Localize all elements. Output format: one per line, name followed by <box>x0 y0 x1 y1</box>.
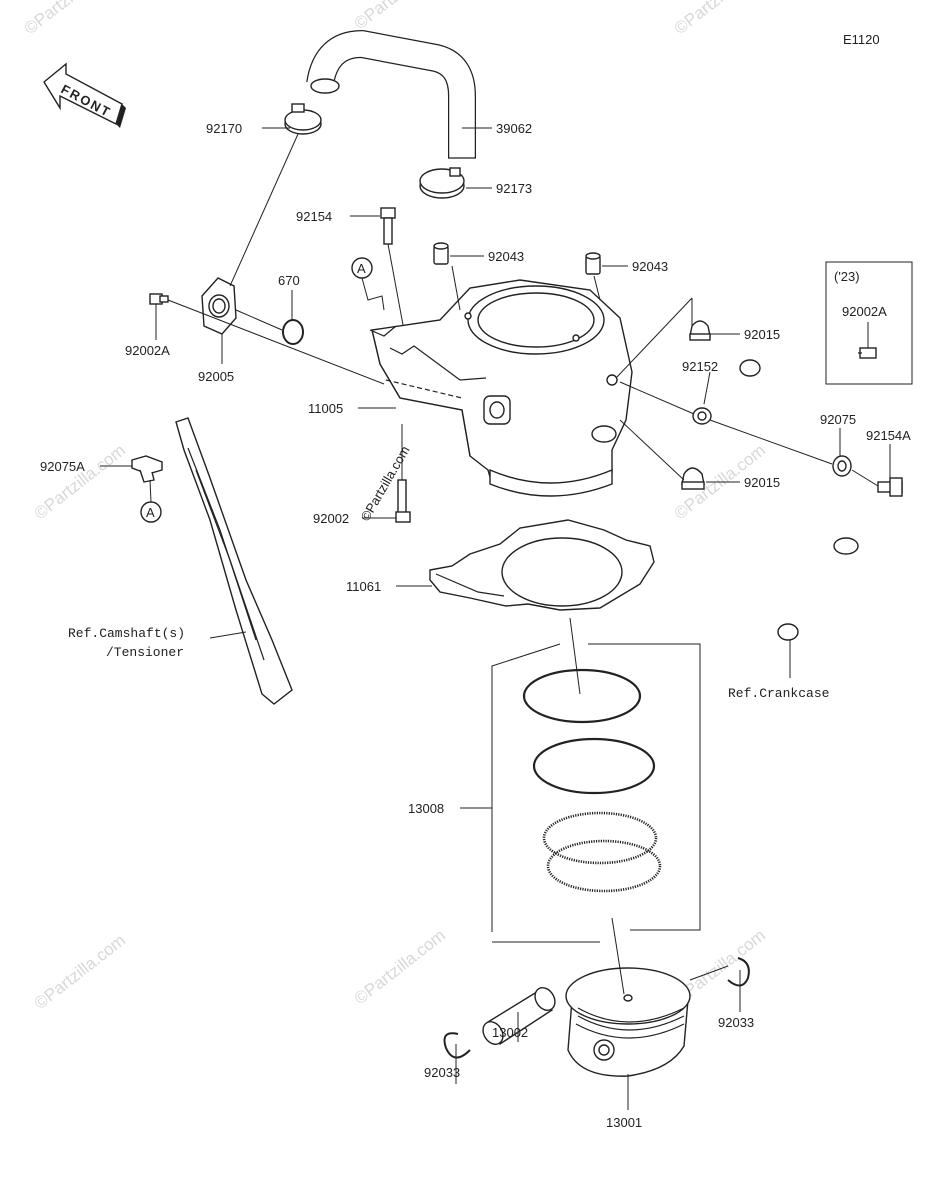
part-label: 92154 <box>296 209 332 224</box>
water-fitting-92005 <box>201 277 237 335</box>
cylinder-gasket-11061 <box>429 519 655 611</box>
year-variant-box: ('23) 92002A <box>825 261 913 385</box>
o-ring-670 <box>282 319 304 345</box>
stopper-92075a <box>131 455 163 483</box>
watermark: ©Partzilla.com <box>31 441 129 524</box>
reference-labels: Ref.Camshaft(s) /Tensioner Ref.Crankcase <box>68 626 829 701</box>
washer-92075 <box>832 455 852 477</box>
callout-a-left: A <box>140 479 162 523</box>
part-label: 92015 <box>744 475 780 490</box>
bolt-92154a <box>877 477 903 497</box>
part-label: 92154A <box>866 428 911 443</box>
part-label: 92002 <box>313 511 349 526</box>
dowel-pin-right <box>585 252 601 275</box>
svg-text:A: A <box>146 505 155 520</box>
watermark: ©Partzilla.com <box>31 931 129 1014</box>
hose-clamp-92173 <box>419 167 465 199</box>
part-label: 39062 <box>496 121 532 136</box>
part-label: 92033 <box>424 1065 460 1080</box>
part-label: 92075 <box>820 412 856 427</box>
washer-92152 <box>692 407 712 425</box>
ref-crankcase: Ref.Crankcase <box>728 686 829 701</box>
part-label: 92152 <box>682 359 718 374</box>
watermark: ©Partzilla.com <box>351 0 449 33</box>
nut-92015-bottom <box>681 467 705 490</box>
water-hose <box>306 29 476 159</box>
part-label: 92043 <box>632 259 668 274</box>
nut-92015-top <box>689 320 711 341</box>
part-label: 92043 <box>488 249 524 264</box>
year-part-label: 92002A <box>842 304 887 319</box>
part-label: 92002A <box>125 343 170 358</box>
diagram-code: E1120 <box>843 32 880 47</box>
part-label: 92170 <box>206 121 242 136</box>
piston-pin-13002 <box>482 987 556 1046</box>
part-label: 92015 <box>744 327 780 342</box>
bolt-92002 <box>395 424 411 523</box>
part-label: 13001 <box>606 1115 642 1130</box>
part-label: 11005 <box>308 401 343 416</box>
year-label: ('23) <box>834 269 860 284</box>
part-label: 92075A <box>40 459 85 474</box>
part-label: 92005 <box>198 369 234 384</box>
circlip-92033-right <box>727 957 750 987</box>
chain-guide <box>175 417 293 705</box>
part-labels: 92170 39062 92173 92154 92043 92043 670 … <box>40 121 911 1130</box>
bolt-92002a <box>149 293 385 385</box>
part-label: 13002 <box>492 1025 528 1040</box>
oil-pipe <box>739 359 859 641</box>
part-label: 92033 <box>718 1015 754 1030</box>
watermarks: ©Partzilla.com ©Partzilla.com ©Partzilla… <box>21 0 769 1013</box>
part-label: 670 <box>278 273 300 288</box>
part-label: 13008 <box>408 801 444 816</box>
svg-text:A: A <box>357 261 366 276</box>
watermark: ©Partzilla.com <box>351 926 449 1009</box>
piston-13001 <box>565 917 691 1077</box>
front-arrow-icon: FRONT <box>43 62 126 128</box>
circlip-92033-left <box>443 1032 471 1059</box>
watermark: ©Partzilla.com <box>671 0 769 38</box>
ref-camshaft: Ref.Camshaft(s) <box>68 626 185 641</box>
cylinder-11005 <box>369 279 633 497</box>
leader-lines <box>100 127 891 1110</box>
ref-tensioner: /Tensioner <box>106 645 184 660</box>
part-label: 11061 <box>346 579 381 594</box>
watermark: ©Partzilla.com <box>21 0 119 38</box>
hose-clamp-92170 <box>284 103 322 135</box>
part-label: 92173 <box>496 181 532 196</box>
piston-ring-set <box>491 617 701 943</box>
callout-a-top: A <box>351 257 385 311</box>
dowel-pin-left <box>433 242 449 265</box>
